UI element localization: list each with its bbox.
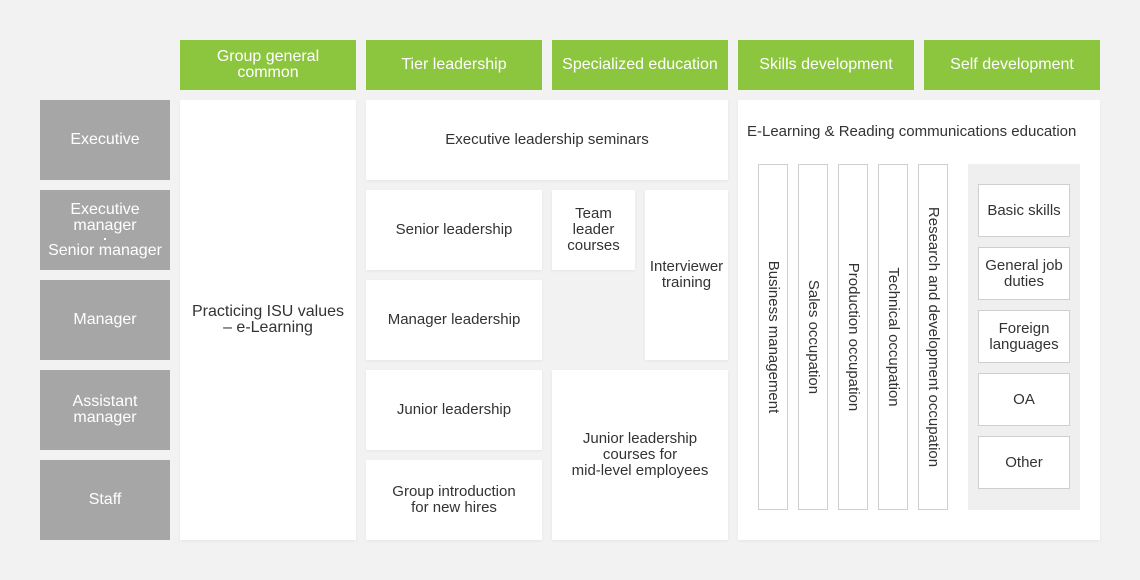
row-executive: Executive xyxy=(40,100,170,180)
self-dev-general-job-duties: General job duties xyxy=(978,247,1070,300)
row-executive-senior-manager: Executive manager Senior manager xyxy=(40,190,170,270)
cell-junior-leadership-mid-level: Junior leadership courses for mid-level … xyxy=(552,370,728,540)
cell-interviewer-training: Interviewer training xyxy=(645,190,728,360)
occupation-business-management: Business management xyxy=(758,164,788,510)
cell-executive-leadership-seminars: Executive leadership seminars xyxy=(366,100,728,180)
cell-senior-leadership: Senior leadership xyxy=(366,190,542,270)
skills-title: E-Learning & Reading communications educ… xyxy=(747,123,1077,140)
row-senior-manager-label: Senior manager xyxy=(48,241,162,259)
occupation-research-development: Research and development occupation xyxy=(918,164,948,510)
occupation-production: Production occupation xyxy=(838,164,868,510)
row-assistant-manager: Assistant manager xyxy=(40,370,170,450)
header-skills-development: Skills development xyxy=(738,40,914,90)
cell-junior-leadership: Junior leadership xyxy=(366,370,542,450)
self-dev-other: Other xyxy=(978,436,1070,489)
occupation-label: Research and development occupation xyxy=(925,206,942,468)
cell-group-introduction-new-hires: Group introduction for new hires xyxy=(366,460,542,540)
skills-self-panel: E-Learning & Reading communications educ… xyxy=(738,100,1100,540)
self-development-panel: Basic skills General job duties Foreign … xyxy=(968,164,1080,510)
self-dev-basic-skills: Basic skills xyxy=(978,184,1070,237)
occupation-sales: Sales occupation xyxy=(798,164,828,510)
row-separator-dot xyxy=(104,237,106,240)
occupation-technical: Technical occupation xyxy=(878,164,908,510)
self-dev-oa: OA xyxy=(978,373,1070,426)
header-self-development: Self development xyxy=(924,40,1100,90)
cell-team-leader-courses: Team leader courses xyxy=(552,190,635,270)
occupation-label: Production occupation xyxy=(845,262,862,412)
cell-manager-leadership: Manager leadership xyxy=(366,280,542,360)
self-dev-foreign-languages: Foreign languages xyxy=(978,310,1070,363)
row-manager: Manager xyxy=(40,280,170,360)
occupation-label: Sales occupation xyxy=(805,279,822,395)
row-staff: Staff xyxy=(40,460,170,540)
row-executive-manager-label: Executive manager xyxy=(70,200,140,234)
occupation-label: Technical occupation xyxy=(885,267,902,407)
occupation-label: Business management xyxy=(765,260,782,414)
header-tier-leadership: Tier leadership xyxy=(366,40,542,90)
header-specialized-education: Specialized education xyxy=(552,40,728,90)
cell-practicing-isu-values: Practicing ISU values – e-Learning xyxy=(180,100,356,540)
header-group-common: Group general common xyxy=(180,40,356,90)
